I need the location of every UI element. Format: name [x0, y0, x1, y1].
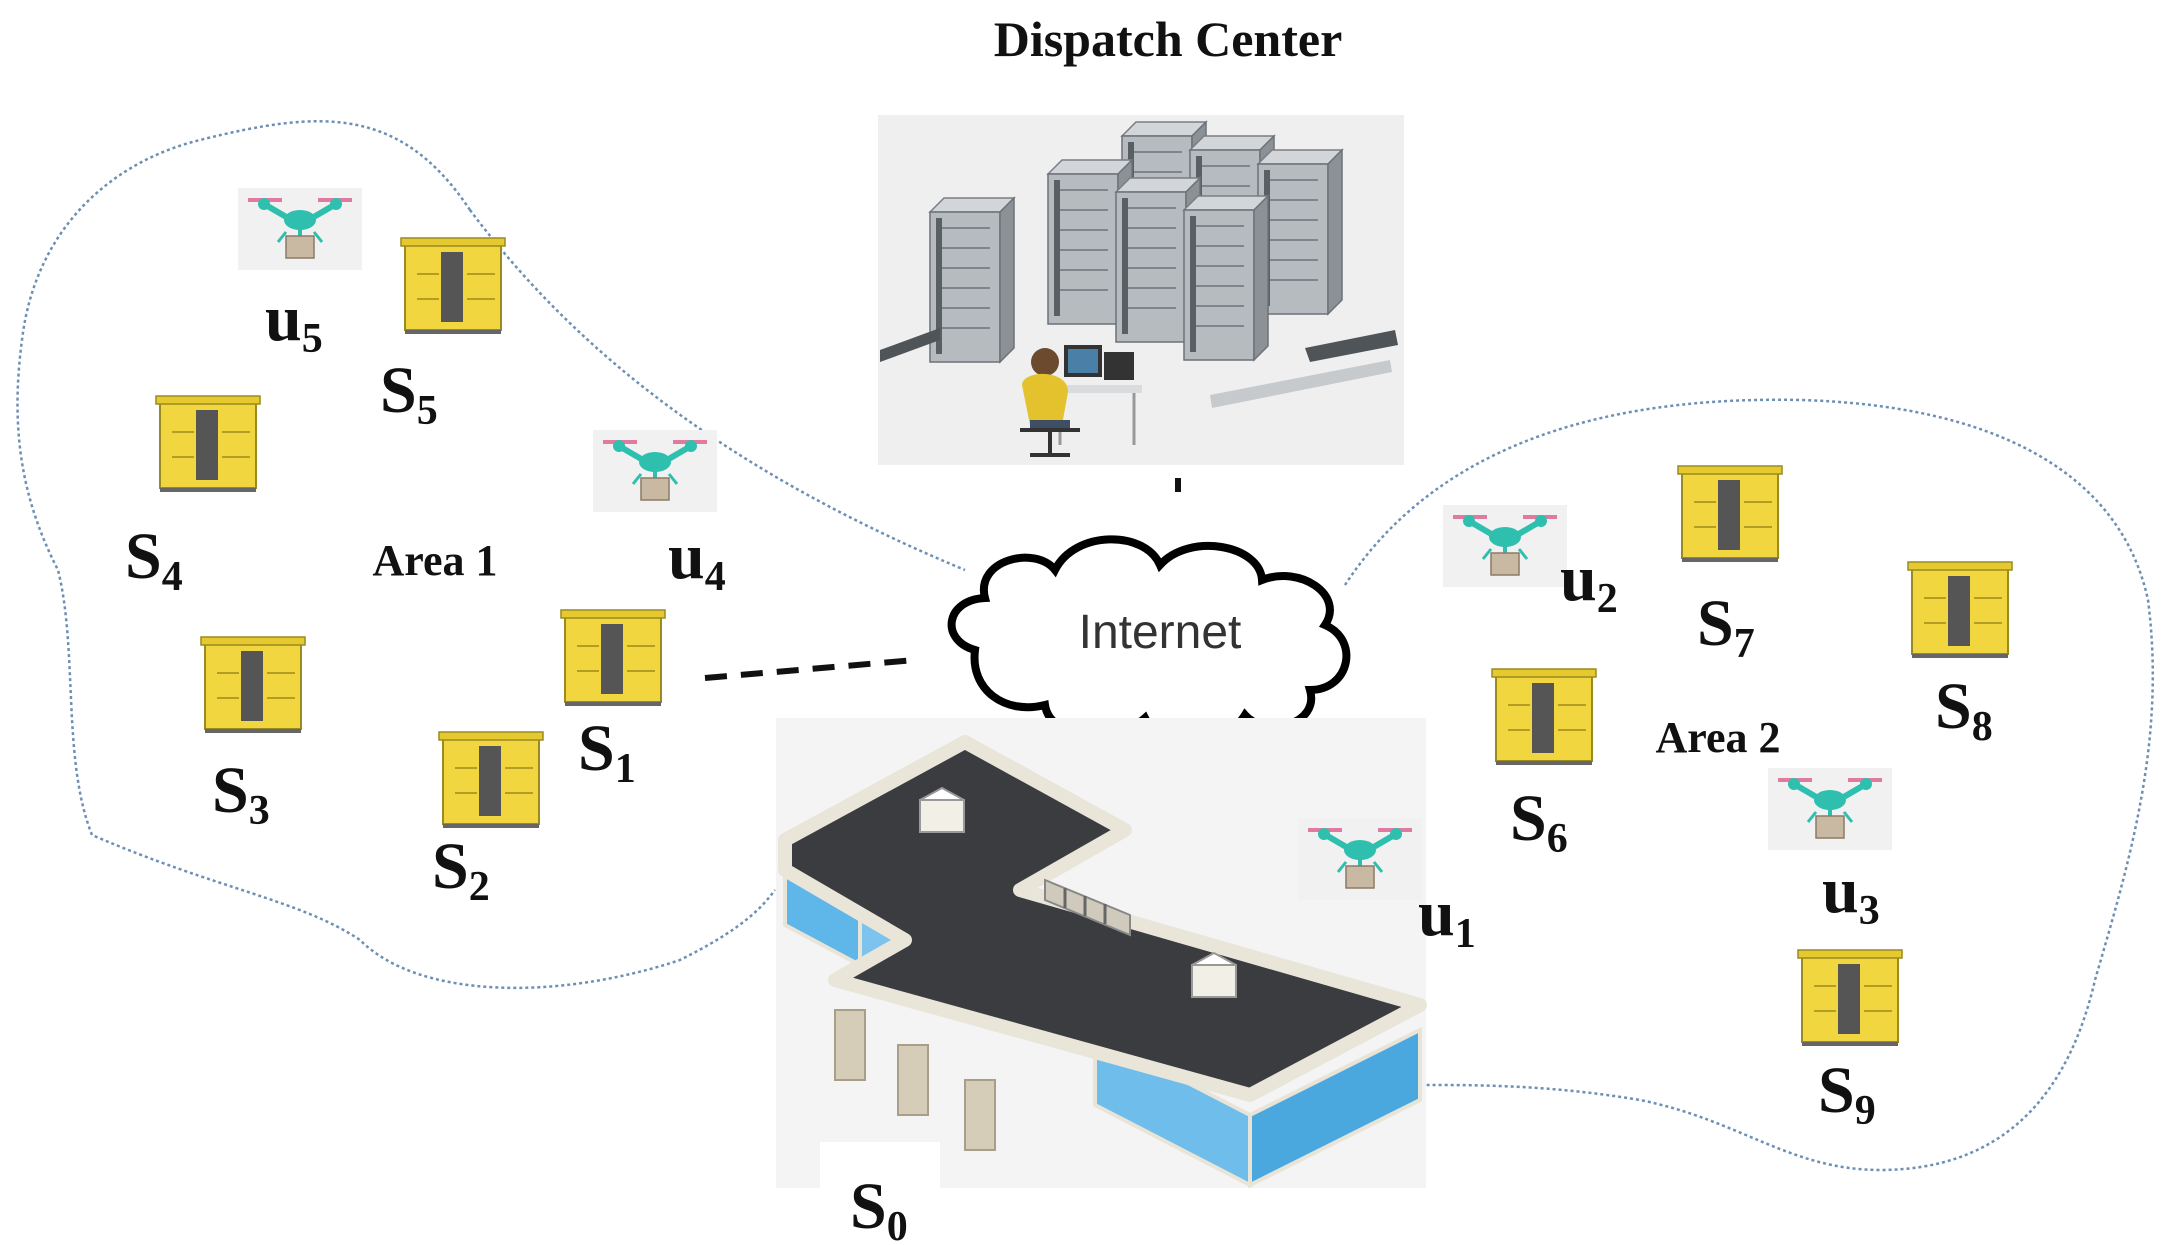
- parcel-locker-icon: [1907, 561, 2013, 659]
- area-1-boundary: [16, 120, 776, 990]
- station-label-s2: S2: [432, 830, 490, 910]
- drone-label-u3: u3: [1822, 854, 1880, 934]
- station-label-s5: S5: [380, 354, 438, 434]
- delivery-drone-icon: [238, 188, 362, 270]
- operator-workstation-icon: [1020, 345, 1142, 457]
- dispatch-center-title: Dispatch Center: [994, 11, 1343, 67]
- depot-label-s0: S0: [850, 1170, 908, 1245]
- station-label-s4: S4: [125, 520, 183, 600]
- drone-label-u4: u4: [668, 520, 726, 600]
- station-label-s8: S8: [1935, 670, 1993, 750]
- drone-label-u2: u2: [1560, 542, 1618, 622]
- delivery-drone-icon: [1443, 505, 1567, 587]
- drone-label-u1: u1: [1418, 877, 1476, 957]
- station-label-s6: S6: [1510, 782, 1568, 862]
- station-label-s7: S7: [1697, 587, 1755, 667]
- station-label-s9: S9: [1818, 1054, 1876, 1134]
- parcel-locker-icon: [1491, 668, 1597, 766]
- drone-label-u5: u5: [265, 282, 323, 362]
- area-2-label: Area 2: [1655, 713, 1780, 762]
- parcel-locker-icon: [560, 609, 666, 707]
- station-label-s3: S3: [212, 754, 270, 834]
- parcel-locker-icon: [1677, 465, 1783, 563]
- area-2-boundary: [1343, 398, 2155, 1172]
- link-s1-internet: [704, 657, 916, 681]
- parcel-locker-icon: [1797, 949, 1903, 1047]
- server-rack-icon: [880, 121, 1398, 408]
- parcel-locker-icon: [200, 636, 306, 734]
- area-1-label: Area 1: [372, 536, 497, 585]
- dispatch-center-panel: [878, 115, 1404, 465]
- warehouse-building-icon: [776, 718, 1427, 1192]
- internet-label: Internet: [1079, 606, 1242, 659]
- delivery-drone-icon: [593, 430, 717, 512]
- parcel-locker-icon: [400, 237, 506, 335]
- delivery-drone-icon: [1298, 818, 1422, 900]
- area-1-boundary-top: [469, 209, 966, 572]
- parcel-locker-icon: [438, 731, 544, 829]
- parcel-locker-icon: [155, 395, 261, 493]
- station-label-s1: S1: [578, 712, 636, 792]
- delivery-drone-icon: [1768, 768, 1892, 850]
